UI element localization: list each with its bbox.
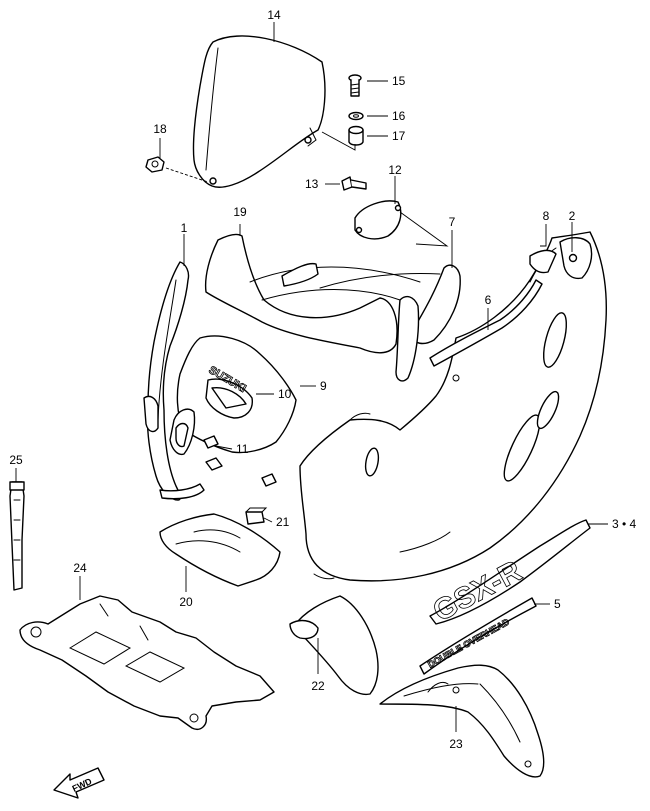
lower-panel (289, 595, 379, 696)
callout-23: 23 (449, 737, 463, 751)
callout-11: 11 (236, 442, 249, 456)
callout-3-4: 3 • 4 (612, 517, 637, 531)
under-cowl (379, 664, 545, 778)
screen-bolt (348, 74, 362, 97)
front-cowl: SUZUKI (169, 335, 297, 456)
bracket-small (529, 237, 593, 280)
callout-7: 7 (449, 215, 456, 229)
callout-16: 16 (392, 109, 406, 123)
under-cowl-bracket (159, 513, 281, 587)
leader-lines (15, 22, 608, 732)
callout-25: 25 (9, 453, 23, 467)
screen-nut (145, 156, 165, 173)
screen-grommet (348, 125, 364, 146)
callout-8: 8 (543, 209, 550, 223)
callout-18: 18 (153, 122, 167, 136)
callout-labels: 14 15 16 17 18 12 13 7 8 2 6 1 19 9 10 1… (9, 8, 636, 751)
callout-14: 14 (267, 8, 281, 22)
cover-plate (354, 200, 402, 240)
inner-bracket (395, 264, 461, 382)
callout-1: 1 (181, 221, 188, 235)
inner-panel (204, 233, 441, 354)
callout-5: 5 (554, 597, 561, 611)
mirror-screw (341, 176, 367, 191)
callout-19: 19 (233, 205, 247, 219)
callout-13: 13 (305, 177, 319, 191)
fwd-direction-arrow: FWD (53, 767, 105, 799)
cushion (245, 507, 268, 525)
screen-washer (348, 111, 364, 121)
callout-10: 10 (278, 387, 292, 401)
callout-22: 22 (311, 679, 325, 693)
svg-text:DOUBLE OVERHEAD: DOUBLE OVERHEAD (426, 616, 511, 669)
strap (9, 481, 25, 591)
callout-9: 9 (320, 379, 327, 393)
callout-20: 20 (179, 595, 193, 609)
side-cowling-right (299, 231, 608, 582)
callout-21: 21 (276, 515, 290, 529)
clip-nut (203, 435, 277, 487)
callout-6: 6 (485, 293, 492, 307)
callout-12: 12 (388, 163, 402, 177)
windscreen (192, 35, 326, 188)
trim-strip (429, 279, 543, 367)
side-cowling-left (143, 261, 205, 501)
callout-17: 17 (392, 129, 406, 143)
callout-2: 2 (569, 209, 576, 223)
callout-15: 15 (392, 74, 406, 88)
callout-24: 24 (73, 561, 87, 575)
heat-shield (19, 595, 275, 730)
